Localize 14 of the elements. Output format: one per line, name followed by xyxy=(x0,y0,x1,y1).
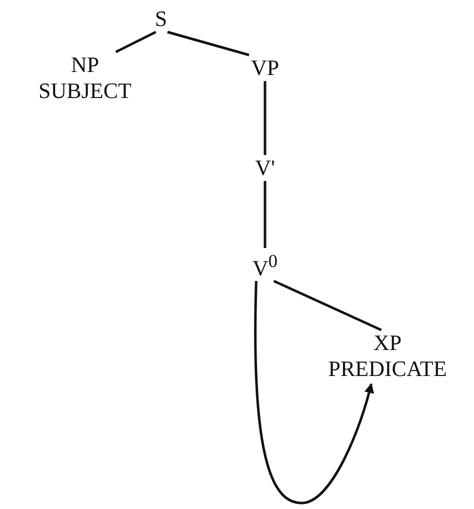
function-label: SUBJECT xyxy=(38,78,132,104)
tree-branch xyxy=(264,81,266,155)
category-label: NP xyxy=(70,52,100,78)
tree-branch xyxy=(273,280,382,332)
tree-branch xyxy=(167,30,250,56)
category-label: V' xyxy=(250,155,280,181)
curved-arrow xyxy=(254,280,374,504)
function-label: PREDICATE xyxy=(327,356,448,382)
category-label: S xyxy=(148,6,174,32)
category-label: XP xyxy=(372,330,403,356)
tree-branch xyxy=(115,30,156,54)
category-label: V$^{0}$ xyxy=(243,248,287,282)
category-label: VP xyxy=(245,55,285,81)
tree-branch xyxy=(264,181,266,248)
